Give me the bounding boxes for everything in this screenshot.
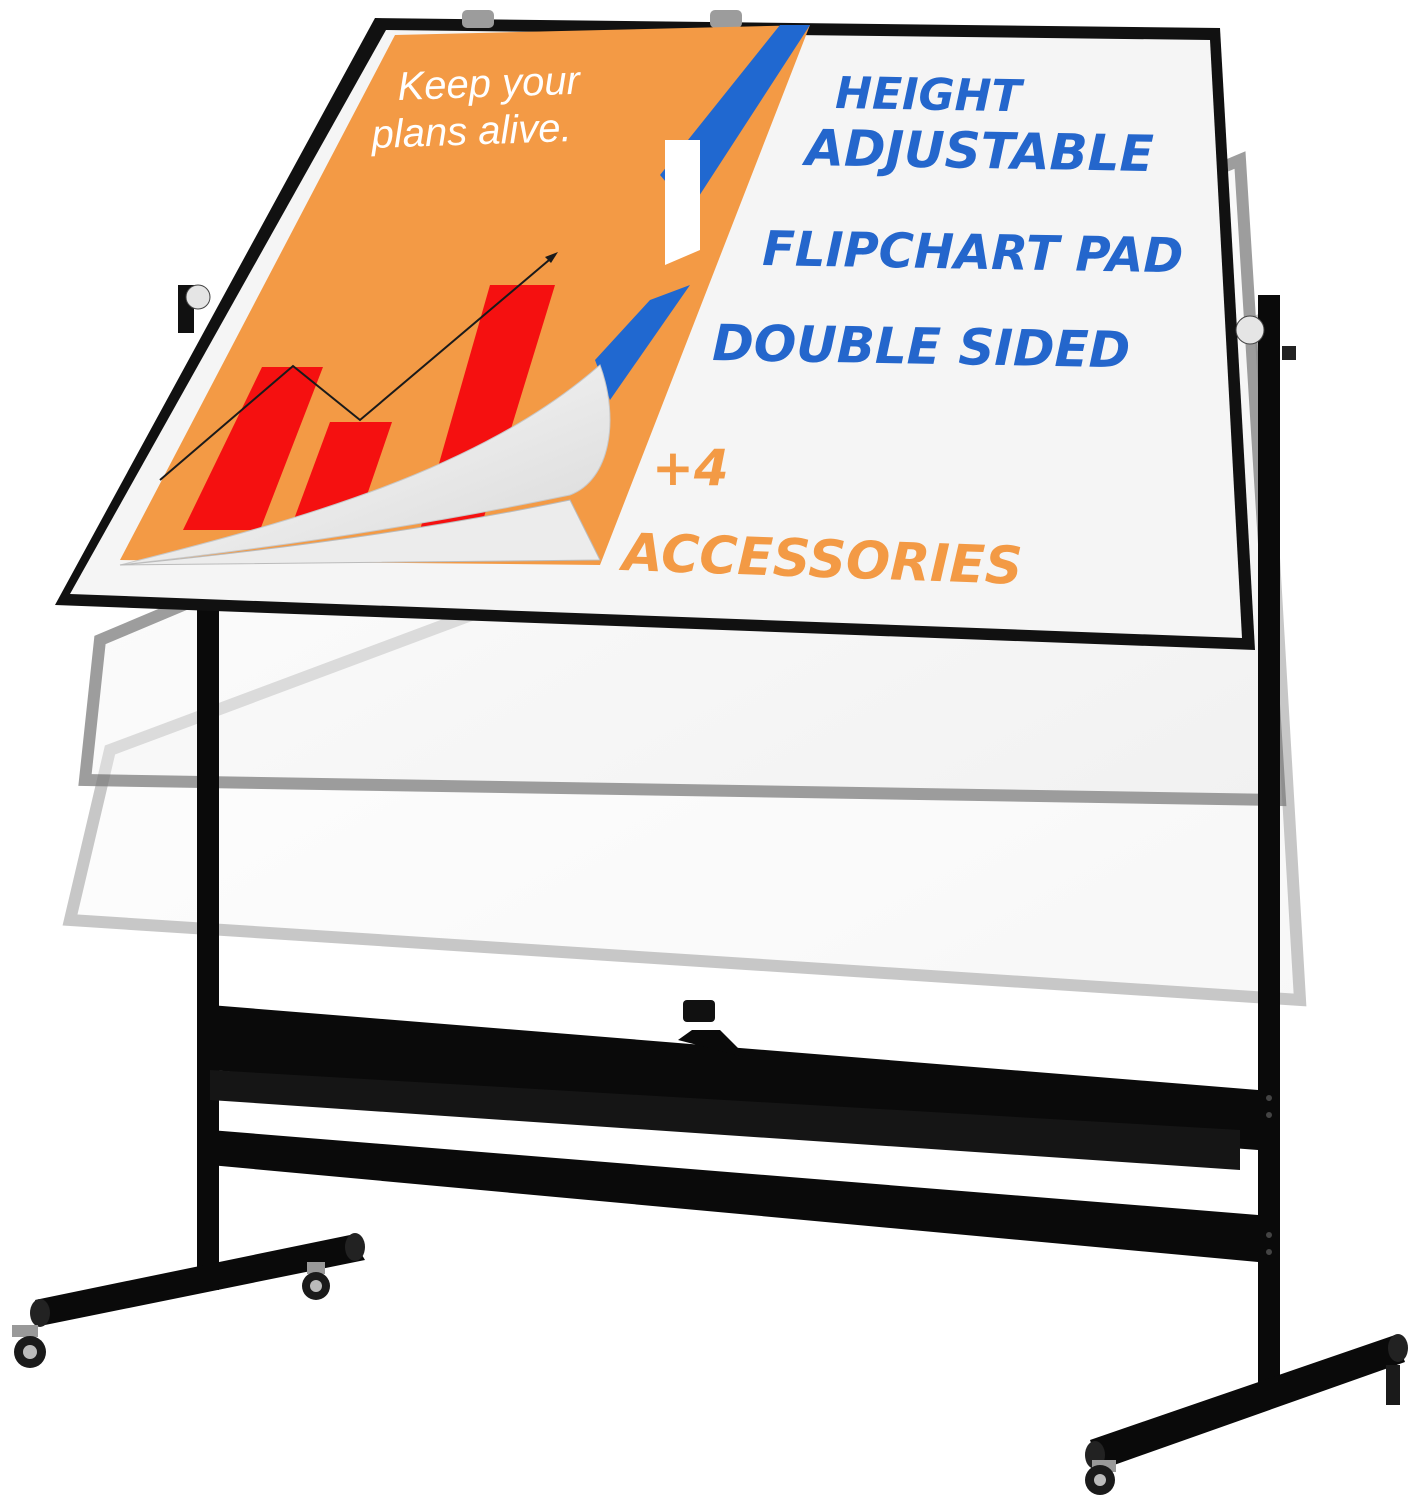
lower-crossbar: [210, 1130, 1258, 1262]
rotation-lock[interactable]: [678, 1030, 748, 1058]
caster-wheel: [1386, 1365, 1400, 1405]
feature-accessories: ACCESSORIES: [618, 523, 1024, 597]
trend-line: [159, 254, 556, 481]
left-foot: [30, 1233, 365, 1327]
rotation-lock-knob[interactable]: [683, 1000, 715, 1022]
paper-clip[interactable]: [710, 10, 742, 28]
caster-wheel: [1085, 1460, 1116, 1495]
chart-bar: [290, 422, 392, 530]
tilt-hinge-left[interactable]: [178, 284, 211, 333]
tilt-hinge-right[interactable]: [1235, 315, 1296, 360]
stand-frame: [197, 295, 1280, 1405]
blue-accent: [595, 285, 690, 400]
left-upright: [197, 600, 219, 1290]
upper-crossbar: [210, 1005, 1258, 1150]
flipchart-pad: Keep your plans alive.: [119, 25, 810, 566]
page-stack: [119, 499, 601, 566]
caster-wheel: [302, 1262, 330, 1300]
paper-clip[interactable]: [462, 10, 494, 28]
right-foot: [1085, 1334, 1408, 1470]
slogan-line-1: Keep your: [397, 59, 582, 109]
feature-plus-four: +4: [652, 439, 729, 497]
curled-page: [119, 364, 611, 566]
feature-height: HEIGHT: [835, 68, 1025, 122]
feature-double-sided: DOUBLE SIDED: [712, 314, 1131, 379]
feature-flipchart-pad: FLIPCHART PAD: [762, 221, 1184, 284]
right-upright: [1258, 295, 1280, 1405]
white-accent: [665, 140, 700, 265]
caster-wheel: [12, 1325, 46, 1368]
feature-text: HEIGHT ADJUSTABLE FLIPCHART PAD DOUBLE S…: [618, 68, 1184, 597]
trend-arrowhead: [545, 252, 558, 263]
feature-adjustable: ADJUSTABLE: [801, 119, 1154, 183]
slogan-line-2: plans alive.: [370, 106, 573, 157]
chart-bar: [183, 367, 323, 530]
marker-tray: [210, 1070, 1240, 1170]
